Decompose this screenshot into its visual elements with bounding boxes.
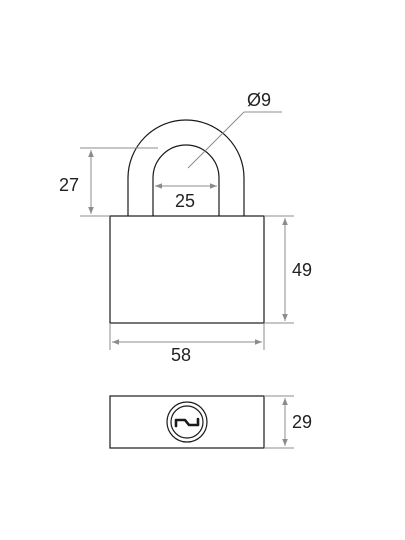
shackle-inner-width-label: 25 bbox=[175, 191, 195, 211]
body-height-dimension bbox=[264, 215, 294, 324]
lock-body-front bbox=[109, 215, 265, 324]
shackle-outer-outline bbox=[127, 119, 245, 216]
shackle-height-dimension bbox=[80, 147, 158, 217]
body-thickness-label: 29 bbox=[292, 412, 312, 432]
body-thickness-dimension bbox=[264, 395, 294, 449]
keyhole-icon bbox=[166, 401, 208, 443]
body-width-dimension bbox=[109, 323, 265, 350]
shackle-diameter-dimension bbox=[187, 111, 282, 169]
shackle-diameter-label: Ø9 bbox=[247, 90, 271, 110]
shackle-height-label: 27 bbox=[59, 175, 79, 195]
diameter-leader-line bbox=[187, 111, 245, 169]
body-width-label: 58 bbox=[171, 345, 191, 365]
shackle bbox=[127, 119, 245, 216]
body-height-label: 49 bbox=[292, 260, 312, 280]
shackle-inner-outline bbox=[152, 144, 220, 216]
